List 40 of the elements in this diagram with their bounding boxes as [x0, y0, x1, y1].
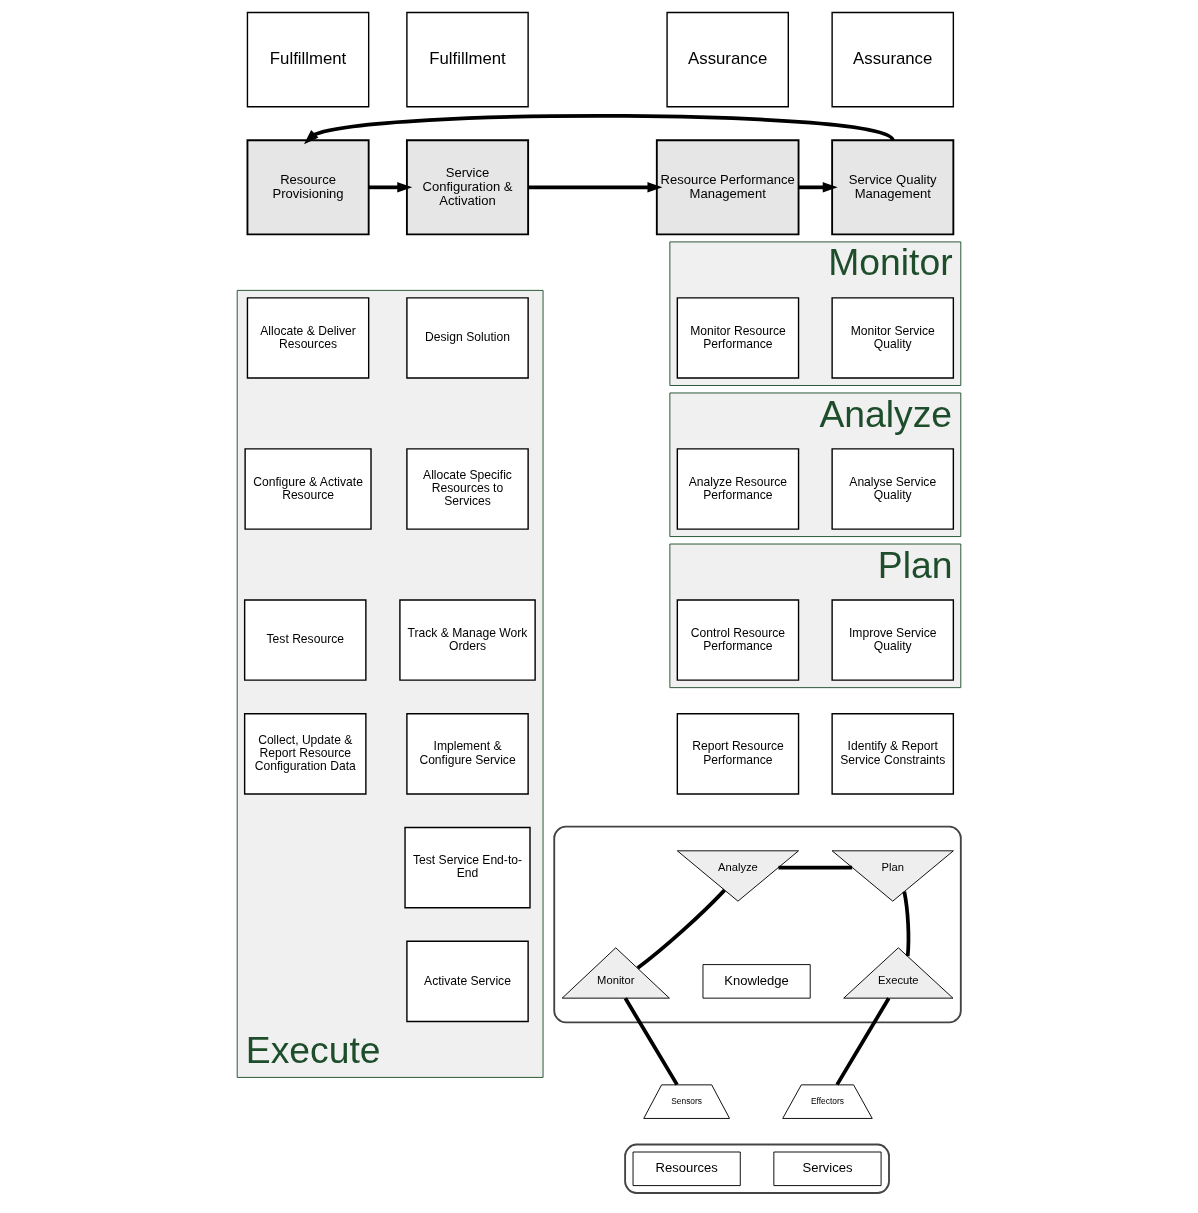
node-box: Report Resource Performance	[676, 713, 800, 795]
connector	[902, 891, 911, 957]
connector	[623, 997, 679, 1086]
node-box: Configure & Activate Resource	[244, 448, 372, 530]
cluster	[553, 825, 962, 1024]
node-box: Services	[773, 1151, 882, 1187]
node-box: Control Resource Performance	[676, 599, 800, 681]
node-box: Allocate & Deliver Resources	[246, 297, 370, 379]
node-box: Improve Service Quality	[831, 599, 955, 681]
node-box: Implement & Configure Service	[406, 713, 529, 795]
node-box: Analyse Service Quality	[831, 448, 955, 530]
node-box: Activate Service	[406, 940, 529, 1023]
node-box: Assurance	[666, 11, 789, 108]
node-box: Assurance	[831, 11, 955, 108]
cluster	[624, 1143, 890, 1194]
node-box: Design Solution	[406, 297, 529, 379]
node-box: Allocate Specific Resources to Services	[406, 448, 529, 530]
node-box: Test Service End-to-End	[404, 826, 531, 909]
node-box: Monitor Service Quality	[831, 297, 955, 379]
arrow	[368, 182, 413, 193]
node-box: Identify & Report Service Constraints	[831, 713, 955, 795]
node-box: Collect, Update & Report Resource Configuration Data	[243, 713, 367, 795]
connector	[778, 865, 853, 870]
connector	[835, 997, 891, 1086]
node-box: Service Quality Management	[831, 139, 955, 236]
node-box: Resources	[632, 1151, 741, 1187]
node-box: Fulfillment	[246, 11, 370, 108]
node-box: Fulfillment	[406, 11, 529, 108]
node-box: Resource Provisioning	[246, 139, 370, 236]
node-box: Monitor Resource Performance	[676, 297, 800, 379]
arrow	[798, 182, 838, 193]
node-box: Track & Manage Work Orders	[399, 599, 536, 681]
node-box: Knowledge	[702, 964, 811, 999]
arrow	[304, 114, 894, 145]
node-box: Service Configuration & Activation	[405, 139, 530, 236]
node-box: Test Resource	[243, 599, 367, 681]
node-box: Analyze Resource Performance	[676, 448, 800, 530]
node-box: Resource Performance Management	[655, 139, 800, 236]
arrow	[528, 182, 663, 193]
connector	[636, 888, 726, 970]
